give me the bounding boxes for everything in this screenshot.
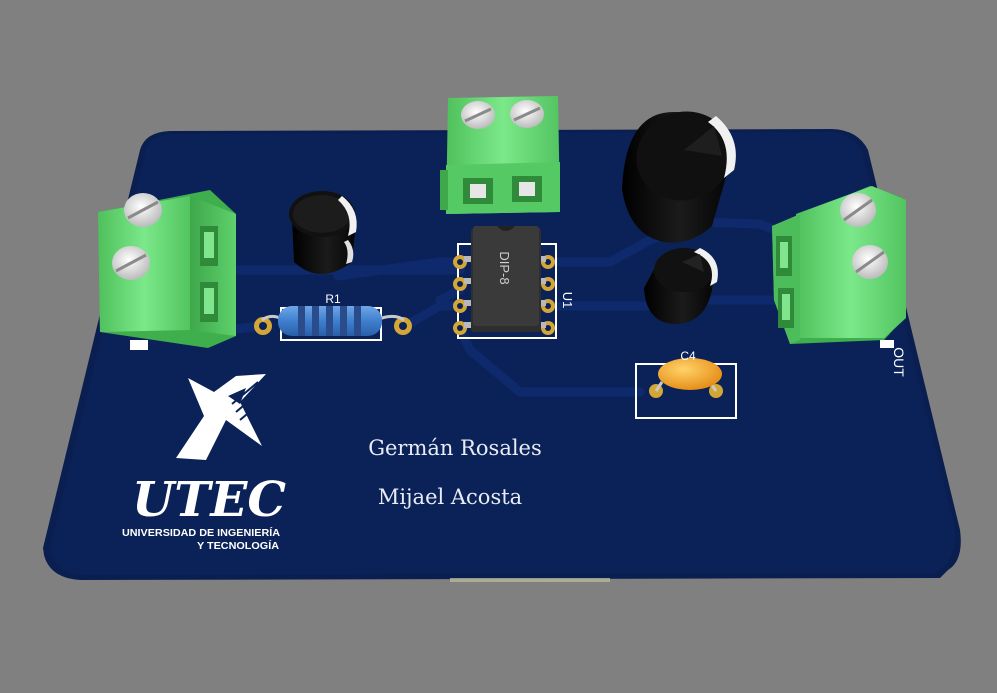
power-terminal-block xyxy=(440,96,560,214)
utec-logo: UTEC UNIVERSIDAD DE INGENIERÍA Y TECNOLO… xyxy=(122,374,286,552)
capacitor-ref-label: C4 xyxy=(680,349,696,363)
input-terminal-block xyxy=(98,190,236,350)
ic-ref-label: U1 xyxy=(560,292,575,309)
electrolytic-capacitor-large xyxy=(622,111,736,243)
utec-subtitle-line2: Y TECNOLOGÍA xyxy=(197,539,279,552)
utec-emblem-icon xyxy=(176,374,267,460)
ic-package-label: DIP-8 xyxy=(497,251,512,284)
output-label: OUT xyxy=(891,347,907,377)
ic-u1-dip8: DIP-8 U1 xyxy=(453,226,575,339)
resistor-ref-label: R1 xyxy=(325,292,341,306)
author-name-1: Germán Rosales xyxy=(368,436,542,460)
author-name-2: Mijael Acosta xyxy=(378,485,522,509)
ceramic-capacitor-c4: C4 xyxy=(635,349,737,419)
utec-wordmark: UTEC xyxy=(132,472,286,528)
electrolytic-capacitor-small-left xyxy=(289,191,357,274)
output-terminal-block: OUT xyxy=(772,186,907,377)
pcb-board xyxy=(43,129,961,582)
utec-subtitle-line1: UNIVERSIDAD DE INGENIERÍA xyxy=(122,526,280,539)
electrolytic-capacitor-small-right xyxy=(644,248,718,325)
resistor-r1: R1 xyxy=(254,292,412,341)
